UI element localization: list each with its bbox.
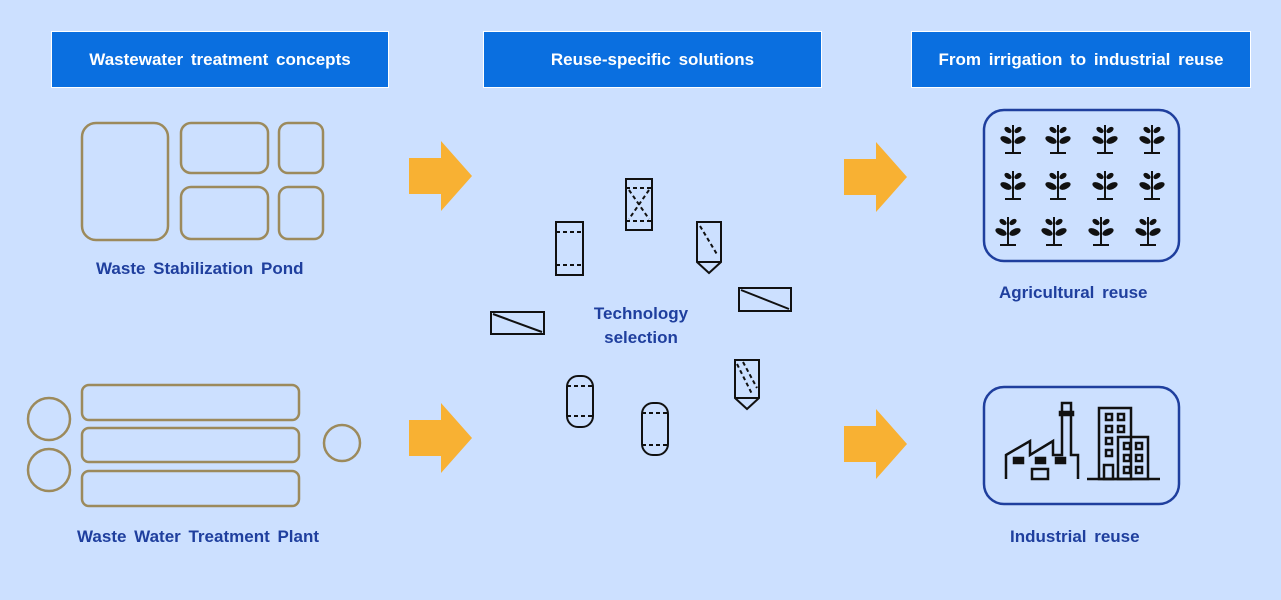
plant-sprout-icon — [1133, 216, 1163, 246]
plant-sprout-icon — [998, 170, 1028, 200]
industrial-box — [982, 385, 1181, 506]
arrow-icon — [844, 142, 907, 212]
plant-label: Waste Water Treatment Plant — [77, 527, 320, 546]
agricultural-box — [982, 108, 1181, 263]
pond-basin — [277, 121, 325, 175]
reactor-icon — [734, 359, 760, 411]
reactor-icon — [641, 402, 669, 456]
technology-selection-line1: Technology — [593, 304, 689, 323]
plant-layout — [26, 383, 362, 508]
plant-sprout-icon — [993, 216, 1023, 246]
plant-sprout-icon — [1039, 216, 1069, 246]
header-reuse-solutions: Reuse-specific solutions — [483, 31, 822, 88]
plant-grid — [993, 124, 1167, 246]
reactor-icon — [566, 375, 594, 428]
plant-sprout-icon — [1086, 216, 1116, 246]
plant-basin — [80, 469, 301, 508]
reactor-icon — [696, 221, 722, 275]
plant-basin — [80, 383, 301, 422]
technology-selection-line2: selection — [604, 328, 678, 347]
arrow-icon — [844, 409, 907, 479]
header-treatment-concepts: Wastewater treatment concepts — [51, 31, 389, 88]
pond-basin — [179, 185, 270, 241]
plant-clarifier — [322, 423, 362, 463]
plant-sprout-icon — [1090, 170, 1120, 200]
technology-selection-label: Technology selection — [571, 302, 711, 350]
plant-basin — [80, 426, 301, 464]
pond-basin — [179, 121, 270, 175]
reactor-icon — [490, 311, 545, 335]
plant-sprout-icon — [1137, 124, 1167, 154]
pond-layout — [80, 121, 325, 242]
header-irrigation-industrial: From irrigation to industrial reuse — [911, 31, 1251, 88]
reactor-icon — [625, 178, 653, 231]
plant-sprout-icon — [998, 124, 1028, 154]
arrow-icon — [409, 141, 472, 211]
plant-clarifier — [26, 447, 72, 493]
agricultural-reuse-label: Agricultural reuse — [999, 283, 1148, 302]
office-building-icon — [1087, 406, 1160, 481]
plant-sprout-icon — [1137, 170, 1167, 200]
pond-basin — [277, 185, 325, 241]
pond-basin — [80, 121, 170, 242]
plant-sprout-icon — [1043, 170, 1073, 200]
plant-sprout-icon — [1090, 124, 1120, 154]
factory-icon — [1004, 401, 1080, 481]
reactor-icon — [738, 287, 792, 312]
reactor-icon — [555, 221, 584, 276]
arrow-icon — [409, 403, 472, 473]
plant-sprout-icon — [1043, 124, 1073, 154]
plant-clarifier — [26, 396, 72, 442]
industrial-reuse-label: Industrial reuse — [1010, 527, 1140, 546]
pond-label: Waste Stabilization Pond — [96, 259, 304, 278]
